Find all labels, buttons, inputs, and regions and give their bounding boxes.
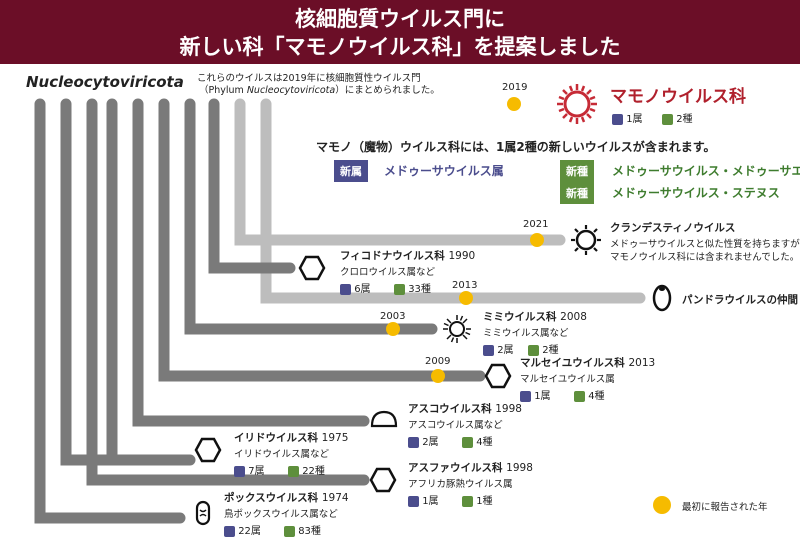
pox-virus-icon [195,500,211,526]
genus-icon [234,465,245,477]
marker-2003 [386,322,400,336]
mimi-genus-count: 2属 [483,341,514,356]
new-species-badge-2: 新種 [560,182,594,204]
asfa-genus-count: 1属 [408,492,439,507]
genus-icon [520,390,531,402]
asco-genus: アスコウイルス属など [408,420,503,431]
asfa-species-count: 1種 [462,492,493,507]
year-label-mimi: 2003 [380,311,406,322]
pox-species-count: 83種 [284,522,321,537]
genus-icon [612,113,623,125]
root-note-line1: これらのウイルスは2019年に核細胞質性ウイルス門 [197,73,421,84]
mimi-species-count: 2種 [528,341,559,356]
asco-species-count: 4種 [462,433,493,448]
species-icon [574,390,585,402]
new-species-name-1: メドゥーサウイルス・メドゥーサエ [612,164,800,178]
mamono-species-count: 2種 [662,110,693,125]
mimi-virus-icon [443,315,471,343]
title-line-2: 新しい科「マモノウイルス科」を提案しました [179,35,621,59]
branch-phycodna [208,98,296,274]
branch-clandestino [234,98,566,246]
species-icon [462,436,473,448]
marker-2013 [459,291,473,305]
irido-virus-icon [194,437,222,463]
new-genus-name: メドゥーサウイルス属 [384,164,504,178]
branch-asco [132,98,370,427]
clandestino-desc-2: マモノウイルス科には含まれませんでした。 [610,252,800,263]
new-species-badge-1: 新種 [560,160,594,182]
phycodna-genus-count: 6属 [340,280,371,295]
phycodna-virus-icon [298,255,326,281]
marseille-virus-icon [484,363,512,389]
root-phylum-name: Nucleocytoviricota [26,73,184,91]
year-label-mamono: 2019 [502,82,528,93]
pandora-virus-icon [652,284,672,312]
mamono-description: マモノ（魔物）ウイルス科には、1属2種の新しいウイルスが含まれます。 [316,140,716,154]
clandestino-desc-1: メドゥーサウイルスと似た性質を持ちますが、 [610,239,800,250]
asfa-virus-icon [369,467,397,493]
phycodna-family: フィコドナウイルス科 1990 [340,250,476,262]
genus-icon [408,436,419,448]
genus-icon [340,283,351,295]
irido-family: イリドウイルス科 1975 [234,432,349,444]
pox-family: ポックスウイルス科 1974 [224,492,349,504]
species-icon [662,113,673,125]
genus-icon [224,525,235,537]
asco-virus-icon [370,410,398,428]
marker-2021 [530,233,544,247]
branch-pox [34,98,186,524]
species-icon [462,495,473,507]
marseille-family: マルセイユウイルス科 2013 [520,357,656,369]
species-icon [284,525,295,537]
marseille-genus: マルセイユウイルス属 [520,374,615,385]
branch-irido [106,98,196,466]
year-label-clandestino: 2021 [523,219,549,230]
asfa-genus: アフリカ豚熱ウイルス属 [408,479,513,490]
title-banner: 核細胞質ウイルス門に 新しい科「マモノウイルス科」を提案しました [0,0,800,64]
marseille-species-count: 4種 [574,387,605,402]
irido-genus-count: 7属 [234,462,265,477]
clandestino-virus-icon [571,225,601,255]
asfa-family: アスファウイルス科 1998 [408,462,533,474]
genus-icon [483,344,494,356]
species-icon [394,283,405,295]
phycodna-genus: クロロウイルス属など [340,267,436,278]
branch-pandora [260,98,646,304]
pox-genus: 鳥ポックスウイルス属など [224,509,338,520]
pox-genus-count: 22属 [224,522,261,537]
legend-text: 最初に報告された年 [682,502,768,513]
branch-mimi [184,98,438,335]
irido-species-count: 22種 [288,462,325,477]
new-genus-badge: 新属 [334,160,368,182]
year-label-marseille: 2009 [425,356,451,367]
marker-legend [653,496,671,514]
mamono-genus-count: 1属 [612,110,643,125]
root-note-line2: （Phylum Nucleocytoviricota）にまとめられました。 [199,85,440,96]
branch-iridoasfa-stem [60,98,118,466]
mamono-family-name: マモノウイルス科 [610,87,746,107]
marker-2009 [431,369,445,383]
species-icon [528,344,539,356]
new-species-name-2: メドゥーサウイルス・ステヌス [612,186,780,200]
marker-2019 [507,97,521,111]
asco-family: アスコウイルス科 1998 [408,403,522,415]
mimi-genus: ミミウイルス属など [483,328,569,339]
irido-genus: イリドウイルス属など [234,449,330,460]
branch-asfa [86,98,370,486]
mimi-family: ミミウイルス科 2008 [483,311,587,323]
genus-icon [408,495,419,507]
species-icon [288,465,299,477]
marseille-genus-count: 1属 [520,387,551,402]
phycodna-species-count: 33種 [394,280,431,295]
title-line-1: 核細胞質ウイルス門に [295,7,505,31]
clandestino-name: クランデスティノウイルス [610,222,736,234]
mamono-virus-icon [557,84,597,124]
pandora-name: パンドラウイルスの仲間 [682,294,799,306]
asco-genus-count: 2属 [408,433,439,448]
year-label-pandora: 2013 [452,280,478,291]
branch-marseille [158,98,486,382]
